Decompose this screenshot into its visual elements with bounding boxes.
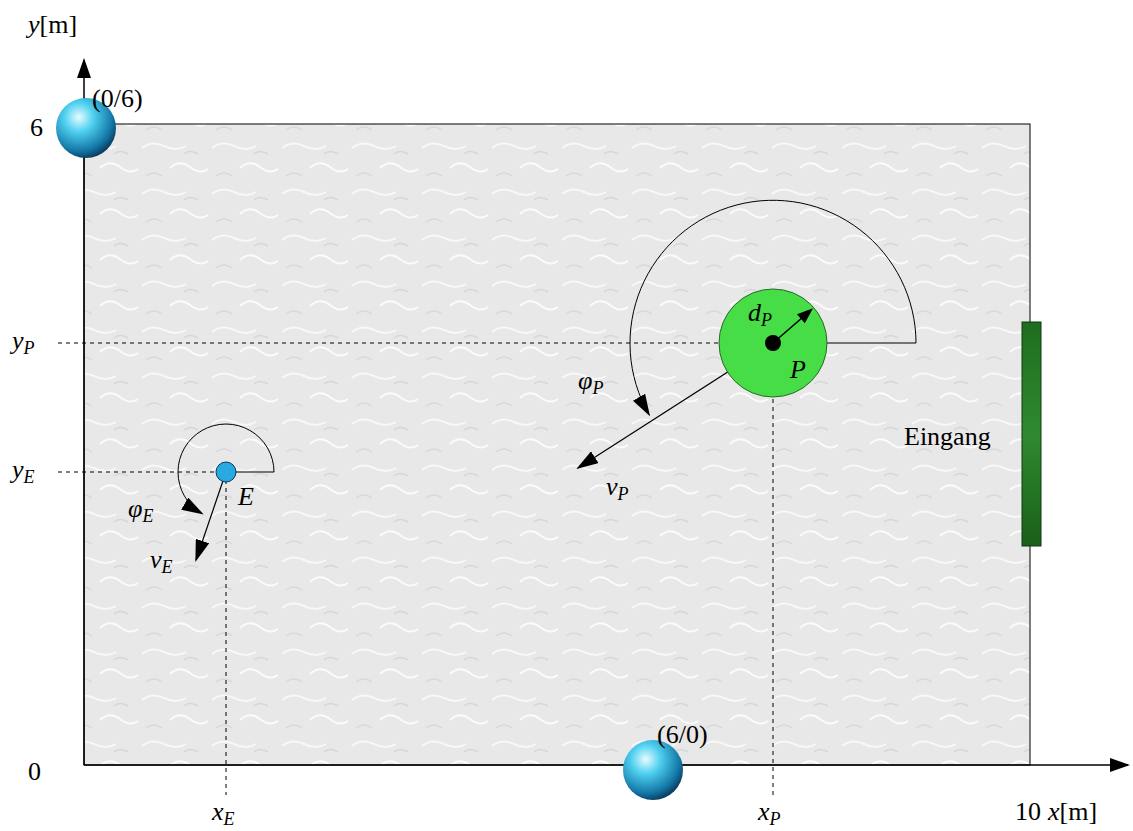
symbol: d (748, 298, 761, 327)
coordinate-label: yP (12, 326, 35, 356)
x-axis (84, 764, 1128, 766)
symbol: φ (128, 494, 142, 523)
entrance-bar: Eingang (1022, 322, 1041, 546)
symbol: y (12, 326, 24, 355)
symbol: x (1048, 797, 1060, 826)
player-disc-shape (718, 288, 828, 398)
ball: (6/0) (623, 740, 683, 800)
unit: [m] (40, 10, 78, 39)
axis-tick: 0 (28, 757, 41, 787)
symbol: v (150, 545, 162, 574)
coordinate-label: yE (12, 455, 35, 485)
symbol: v (606, 472, 618, 501)
subscript: E (162, 557, 173, 577)
angle-arc (178, 424, 274, 514)
arrow-head (797, 308, 813, 323)
coordinate-label: xE (212, 797, 235, 827)
dot-outline (216, 462, 236, 482)
entrance-rect (1022, 322, 1041, 546)
entrance-label: Eingang (904, 422, 991, 452)
axis-title: x[m] (1048, 797, 1097, 827)
disc-outline (719, 289, 827, 397)
symbol: x (212, 797, 224, 826)
angle-arc (630, 200, 916, 414)
center-point (765, 335, 781, 351)
y-axis (83, 60, 85, 765)
symbol: φ (578, 366, 592, 395)
subscript: E (142, 506, 153, 526)
point-label: E (238, 482, 254, 512)
coordinate-label: xP (758, 797, 781, 827)
guide-lines (58, 343, 773, 795)
coordinate-label: (6/0) (657, 720, 708, 750)
point-label: P (790, 355, 806, 385)
velocity-arrow (196, 472, 226, 560)
unit: [m] (1060, 797, 1098, 826)
subscript: P (770, 809, 781, 829)
player-disc: dPP (718, 288, 828, 398)
entrance-bar-shape (1022, 322, 1041, 546)
pool-area (84, 124, 1030, 765)
ball-dot-shape (216, 462, 236, 482)
subscript: E (24, 467, 35, 487)
angle-label: φE (128, 494, 153, 524)
axis-tick: 6 (30, 113, 43, 143)
axis-title: y[m] (28, 10, 77, 40)
angle-label: φP (578, 366, 603, 396)
symbol: x (758, 797, 770, 826)
subscript: P (24, 338, 35, 358)
symbol: y (28, 10, 40, 39)
velocity-label: vP (606, 472, 629, 502)
subscript: P (761, 310, 772, 330)
diameter-label: dP (748, 298, 772, 328)
axis-tick: 10 (1015, 797, 1041, 827)
symbol: y (12, 455, 24, 484)
velocity-label: vE (150, 545, 173, 575)
ball-dot: E (216, 462, 236, 482)
subscript: E (224, 809, 235, 829)
ball: (0/6) (56, 98, 116, 158)
coordinate-label: (0/6) (92, 84, 143, 114)
subscript: P (618, 484, 629, 504)
subscript: P (592, 378, 603, 398)
